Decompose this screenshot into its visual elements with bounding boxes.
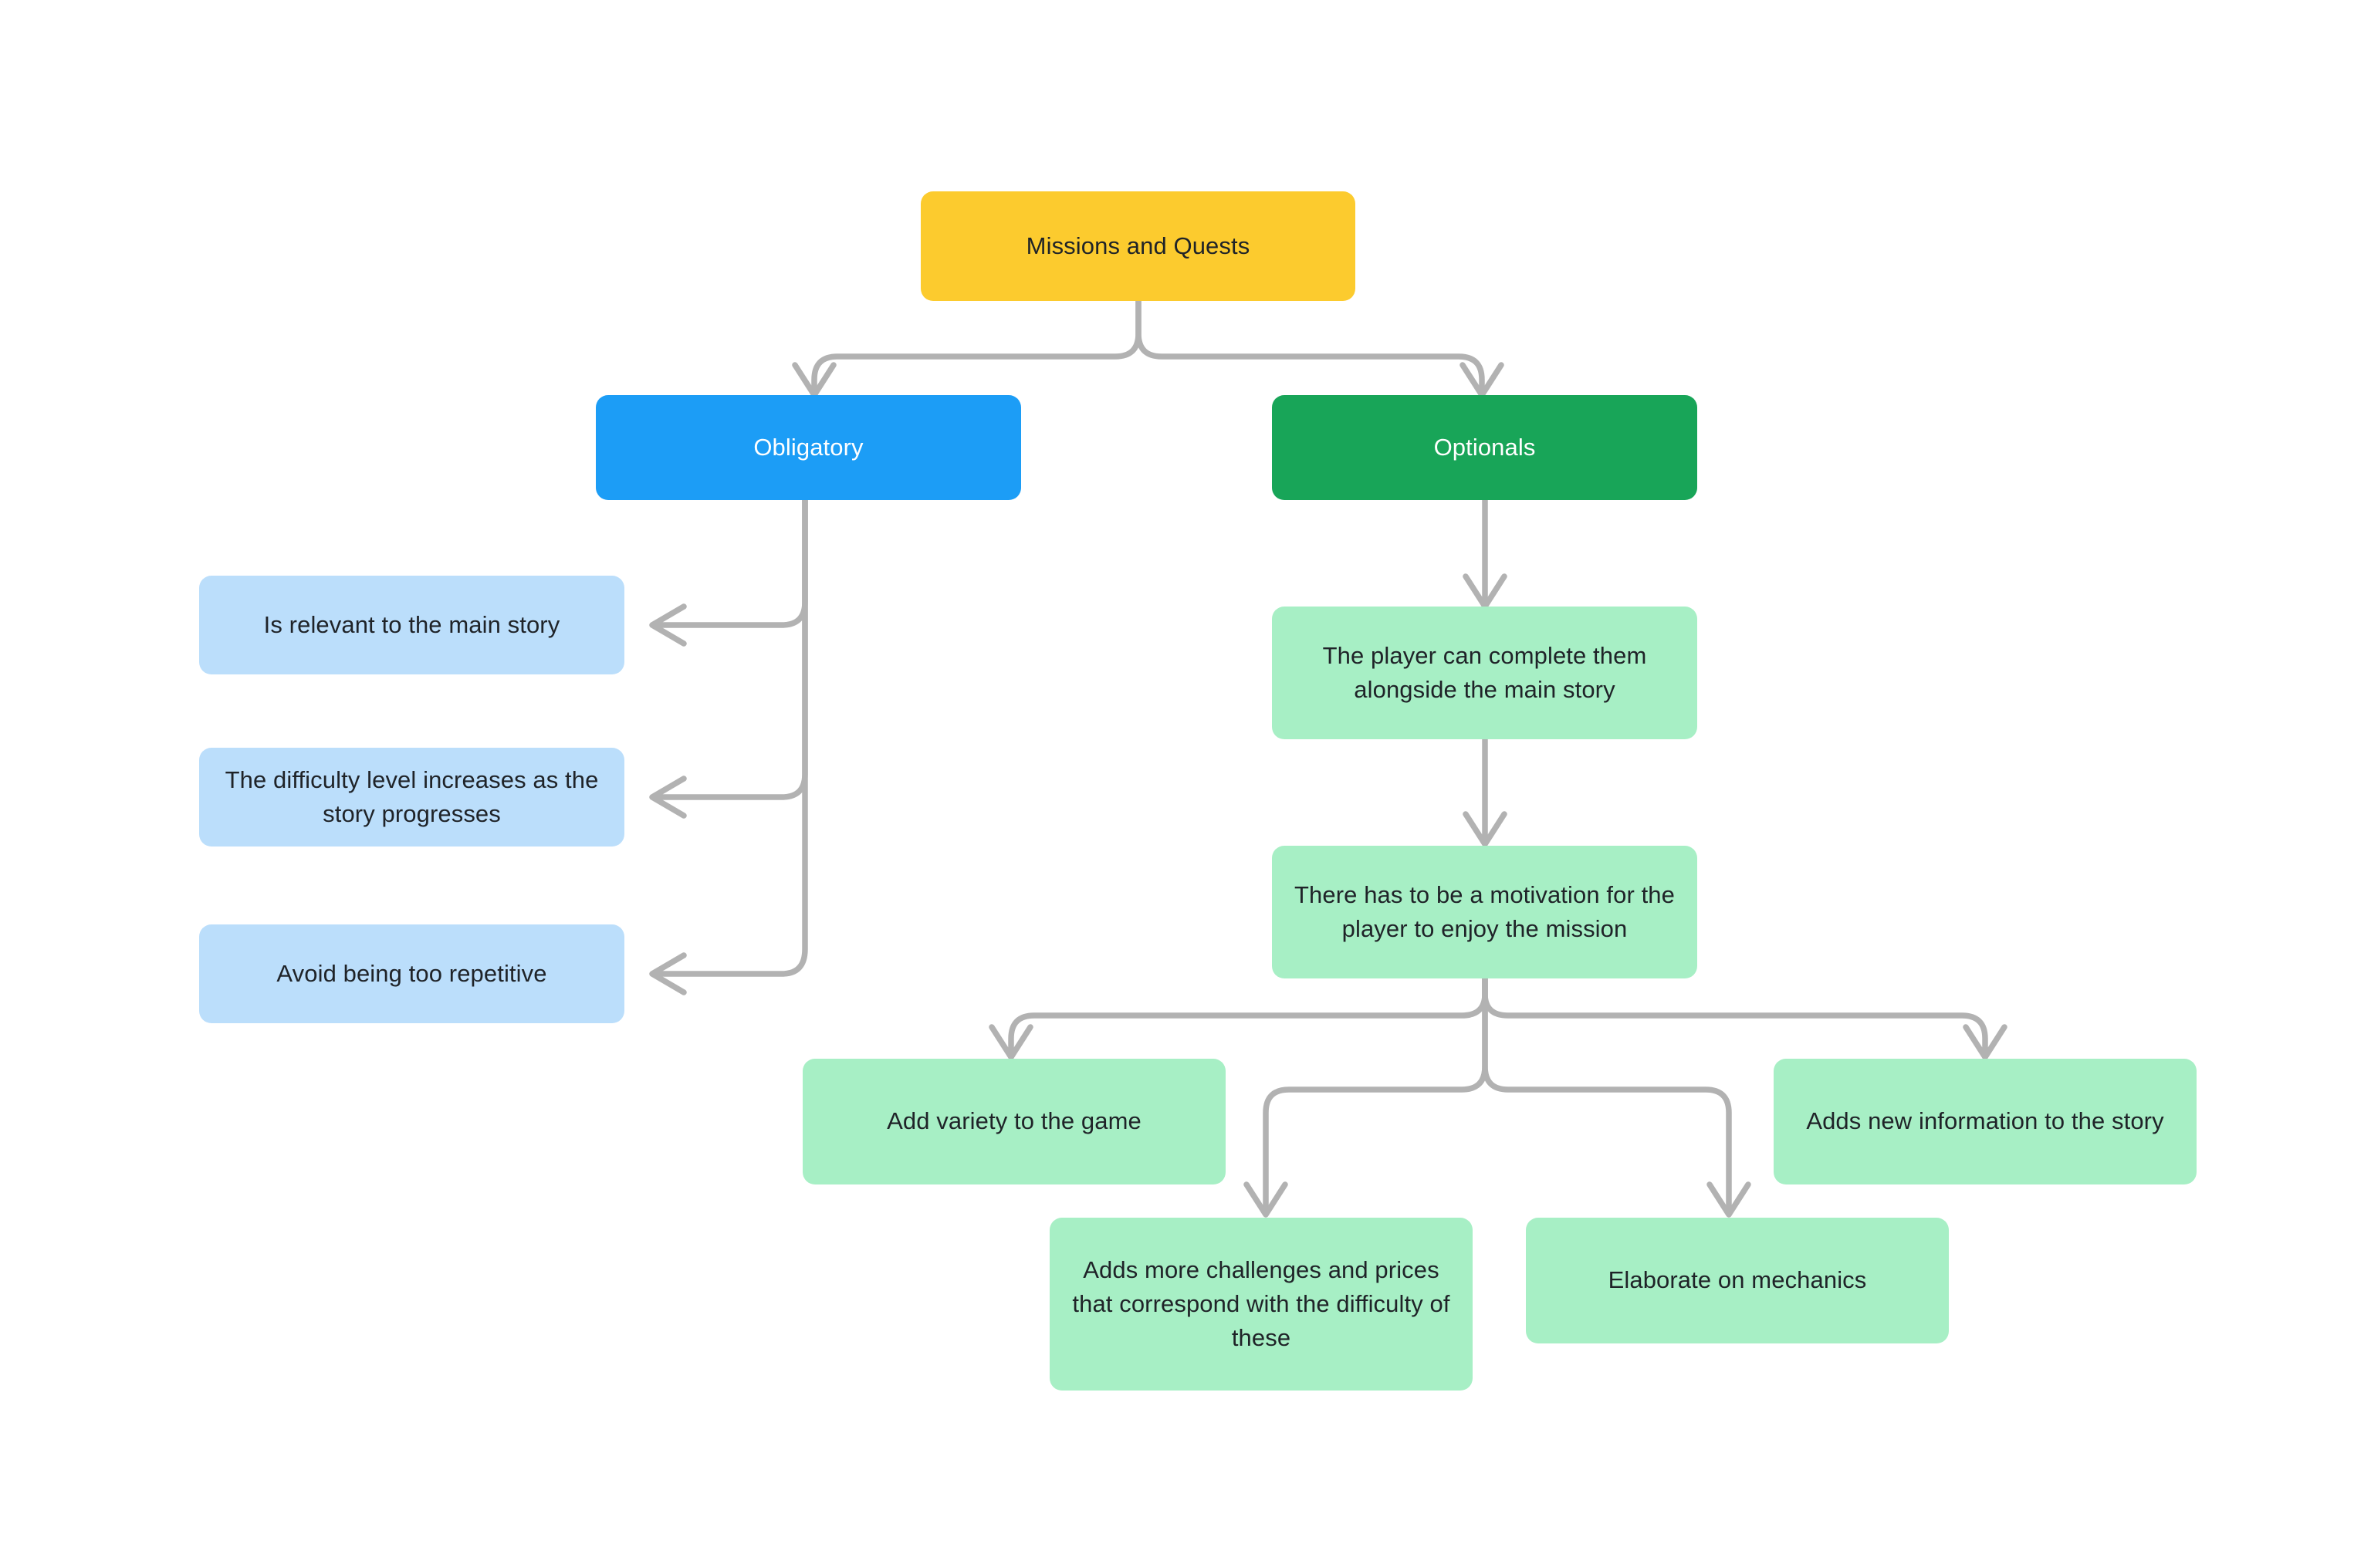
edge-op2-to-adds-new-information bbox=[1482, 975, 2007, 1060]
edge-op2-to-elaborate-on-mechanics bbox=[1482, 975, 1751, 1218]
node-add-variety-to-the-game[interactable]: Add variety to the game bbox=[803, 1059, 1226, 1184]
node-label: Adds new information to the story bbox=[1806, 1107, 2164, 1135]
edge-optionals-to-op1 bbox=[1463, 497, 1507, 610]
edge-op2-to-adds-more-challenges bbox=[1243, 975, 1488, 1218]
node-label: There has to be a motivation for the pla… bbox=[1294, 880, 1675, 942]
node-optionals[interactable]: Optionals bbox=[1272, 395, 1697, 500]
node-missions-and-quests[interactable]: Missions and Quests bbox=[921, 191, 1355, 301]
node-difficulty-level-increases[interactable]: The difficulty level increases as the st… bbox=[199, 748, 624, 847]
node-label: Obligatory bbox=[753, 433, 864, 461]
edge-obligatory-to-leaf-2 bbox=[649, 497, 808, 819]
node-obligatory[interactable]: Obligatory bbox=[596, 395, 1021, 500]
node-label: The difficulty level increases as the st… bbox=[225, 765, 599, 827]
node-adds-more-challenges-and-prices[interactable]: Adds more challenges and prices that cor… bbox=[1050, 1218, 1473, 1391]
node-label: Elaborate on mechanics bbox=[1608, 1266, 1867, 1294]
node-label: Adds more challenges and prices that cor… bbox=[1072, 1255, 1450, 1351]
node-label: Avoid being too repetitive bbox=[276, 959, 547, 987]
edge-root-to-obligatory bbox=[792, 298, 1142, 398]
node-elaborate-on-mechanics[interactable]: Elaborate on mechanics bbox=[1526, 1218, 1949, 1343]
node-label: Optionals bbox=[1433, 433, 1536, 461]
node-label: The player can complete them alongside t… bbox=[1322, 641, 1647, 703]
edge-op1-to-op2 bbox=[1463, 736, 1507, 847]
edge-obligatory-to-leaf-1 bbox=[649, 497, 808, 647]
node-avoid-being-too-repetitive[interactable]: Avoid being too repetitive bbox=[199, 924, 624, 1023]
edge-obligatory-to-leaf-3 bbox=[649, 497, 808, 995]
node-label: Add variety to the game bbox=[887, 1107, 1142, 1135]
node-is-relevant-to-the-main-story[interactable]: Is relevant to the main story bbox=[199, 576, 624, 674]
node-adds-new-information-to-the-story[interactable]: Adds new information to the story bbox=[1774, 1059, 2197, 1184]
edge-root-to-optionals bbox=[1135, 298, 1504, 398]
node-label: Is relevant to the main story bbox=[263, 610, 560, 638]
node-label: Missions and Quests bbox=[1026, 231, 1250, 259]
edge-op2-to-add-variety bbox=[989, 975, 1488, 1060]
node-motivation-for-player[interactable]: There has to be a motivation for the pla… bbox=[1272, 846, 1697, 978]
node-player-can-complete-alongside-main-story[interactable]: The player can complete them alongside t… bbox=[1272, 607, 1697, 739]
